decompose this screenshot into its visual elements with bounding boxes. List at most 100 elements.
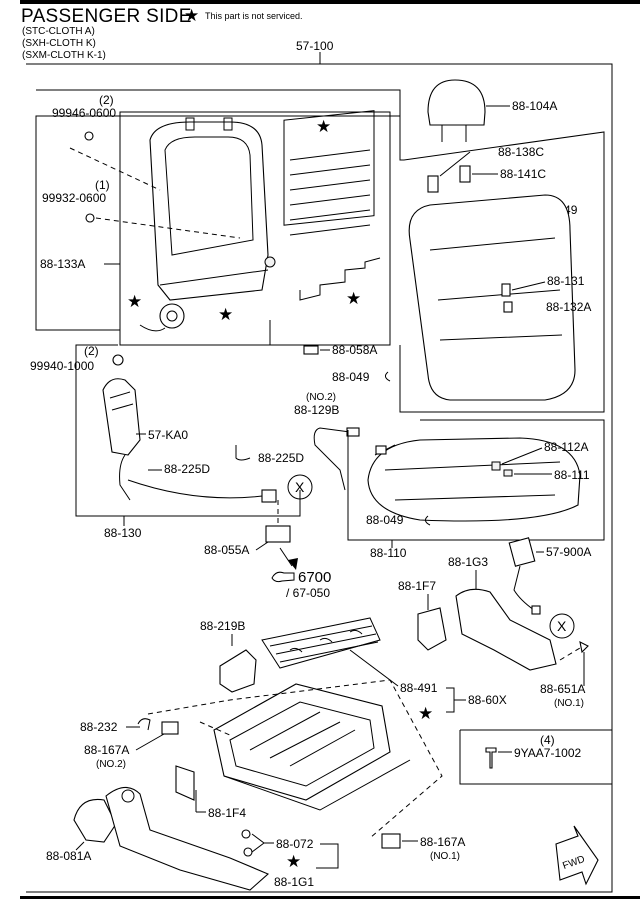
star-icon-spring-bottom: ★	[346, 289, 361, 309]
variant-line-1: (STC-CLOTH A)	[22, 26, 95, 37]
clip-icon-b	[384, 371, 391, 382]
nut-icon-99940	[112, 354, 124, 366]
label-99940-1000: 99940-1000	[30, 359, 94, 373]
hook-icon-88-112A	[491, 461, 501, 471]
label-9YAA7-1002: 9YAA7-1002	[514, 746, 581, 760]
label-88-111: 88-111	[554, 468, 590, 482]
label-88-049-b: 88-049	[332, 370, 370, 384]
arrow-icon-ref	[288, 558, 298, 570]
label-88-133A: 88-133A	[40, 257, 85, 271]
variant-line-3: (SXM-CLOTH K-1)	[22, 50, 106, 61]
top-rule	[20, 0, 640, 4]
seatback-frame-inner-box	[119, 111, 391, 346]
airbag-box	[75, 344, 301, 517]
label-qty-2b: (2)	[84, 344, 99, 358]
label-88-112A: 88-112A	[544, 440, 588, 454]
side-airbag-part	[102, 378, 277, 503]
label-88-131: 88-131	[547, 274, 585, 288]
hook-icon-88-131	[501, 283, 511, 297]
bottom-rule	[20, 896, 640, 899]
star-icon-frame-bottom: ★	[218, 305, 233, 325]
label-88-129B: 88-129B	[294, 403, 339, 417]
star-icon-spring-top: ★	[316, 117, 331, 137]
label-88-1G1: 88-1G1	[274, 875, 314, 889]
connector-x-marker-a	[287, 474, 313, 500]
label-88-1F4: 88-1F4	[208, 806, 246, 820]
label-88-055A: 88-055A	[204, 543, 249, 557]
screw-icon-88-072-b	[243, 847, 253, 857]
harness-88-129B	[313, 427, 351, 491]
star-icon-1G1: ★	[286, 852, 301, 872]
label-88-225D-b: 88-225D	[258, 451, 304, 465]
label-88-60X: 88-60X	[468, 693, 507, 707]
label-88-130: 88-130	[104, 526, 142, 540]
star-icon-frame-left: ★	[127, 292, 142, 312]
trim-88-1G3	[455, 588, 557, 671]
seat-spring-part	[261, 617, 381, 669]
star-icon: ★	[184, 6, 200, 25]
connector-x-marker-b	[549, 613, 575, 639]
label-88-167A-1: 88-167A	[84, 743, 129, 757]
label-88-104A: 88-104A	[512, 99, 557, 113]
side-shield-part	[73, 786, 270, 891]
seatback-cushion-part	[408, 194, 576, 401]
label-88-219B: 88-219B	[200, 619, 245, 633]
label-88-081A: 88-081A	[46, 849, 91, 863]
label-qty-2a: (2)	[99, 93, 114, 107]
label-57-100: 57-100	[296, 39, 334, 53]
forward-arrow-icon: FWD	[555, 825, 599, 886]
seatback-cover-box	[399, 116, 605, 413]
label-no2-a: (NO.2)	[306, 392, 336, 403]
seat-belt-buckle-part	[508, 537, 541, 615]
connector-88-055A	[265, 525, 291, 543]
bolt-icon-88-058A	[303, 345, 319, 355]
variant-line-2: (SXH-CLOTH K)	[22, 38, 96, 49]
seatback-spring-part	[283, 110, 381, 301]
cover-icon-88-167A-no2	[161, 721, 179, 735]
label-88-110: 88-110	[370, 546, 407, 560]
hook-icon-88-111	[503, 469, 513, 477]
screw-icon-88-651A	[579, 641, 589, 654]
hand-pointer-icon	[271, 571, 295, 583]
seat-cushion-box	[347, 419, 605, 541]
label-no1-a: (NO.1)	[554, 698, 584, 709]
label-57-KA0: 57-KA0	[148, 428, 188, 442]
seat-adjuster-part	[213, 683, 411, 811]
bolt-icon-9YAA7	[485, 747, 497, 769]
hook-icon-88-132A	[503, 301, 513, 313]
label-88-1F7: 88-1F7	[398, 579, 436, 593]
star-icon-60X: ★	[418, 704, 433, 724]
trim-88-1F7	[417, 607, 447, 651]
headrest-guide-part	[427, 165, 471, 193]
label-88-232: 88-232	[80, 720, 118, 734]
label-no1-b: (NO.1)	[430, 851, 460, 862]
label-88-1G3: 88-1G3	[448, 555, 488, 569]
assembly-frame	[26, 63, 613, 893]
clip-icon-c	[424, 515, 431, 526]
label-88-132A: 88-132A	[546, 300, 591, 314]
bolt-9YAA7-box	[459, 729, 613, 785]
label-88-072: 88-072	[276, 837, 314, 851]
clip-icon-88-232	[137, 718, 151, 731]
nut-icon-99946	[84, 131, 94, 141]
label-88-491: 88-491	[400, 681, 438, 695]
label-x-a: X	[295, 479, 305, 495]
label-88-058A: 88-058A	[332, 343, 377, 357]
page-title: PASSENGER SIDE	[21, 6, 192, 27]
label-88-049-c: 88-049	[366, 513, 404, 527]
label-99946-0600: 99946-0600	[52, 106, 116, 120]
bracket-88-219B	[219, 649, 257, 693]
label-qty-1: (1)	[95, 178, 110, 192]
not-serviced-note: This part is not serviced.	[205, 11, 303, 21]
seat-cushion-part	[367, 437, 581, 522]
label-88-138C: 88-138C	[498, 145, 544, 159]
label-88-167A-2: 88-167A	[420, 835, 465, 849]
headrest-part	[427, 79, 486, 142]
trim-88-1F4	[175, 765, 195, 801]
seatback-frame-part	[139, 117, 276, 332]
label-qty-4: (4)	[540, 733, 555, 747]
label-88-141C: 88-141C	[500, 167, 546, 181]
label-no2-b: (NO.2)	[96, 759, 126, 770]
label-x-b: X	[557, 618, 567, 634]
